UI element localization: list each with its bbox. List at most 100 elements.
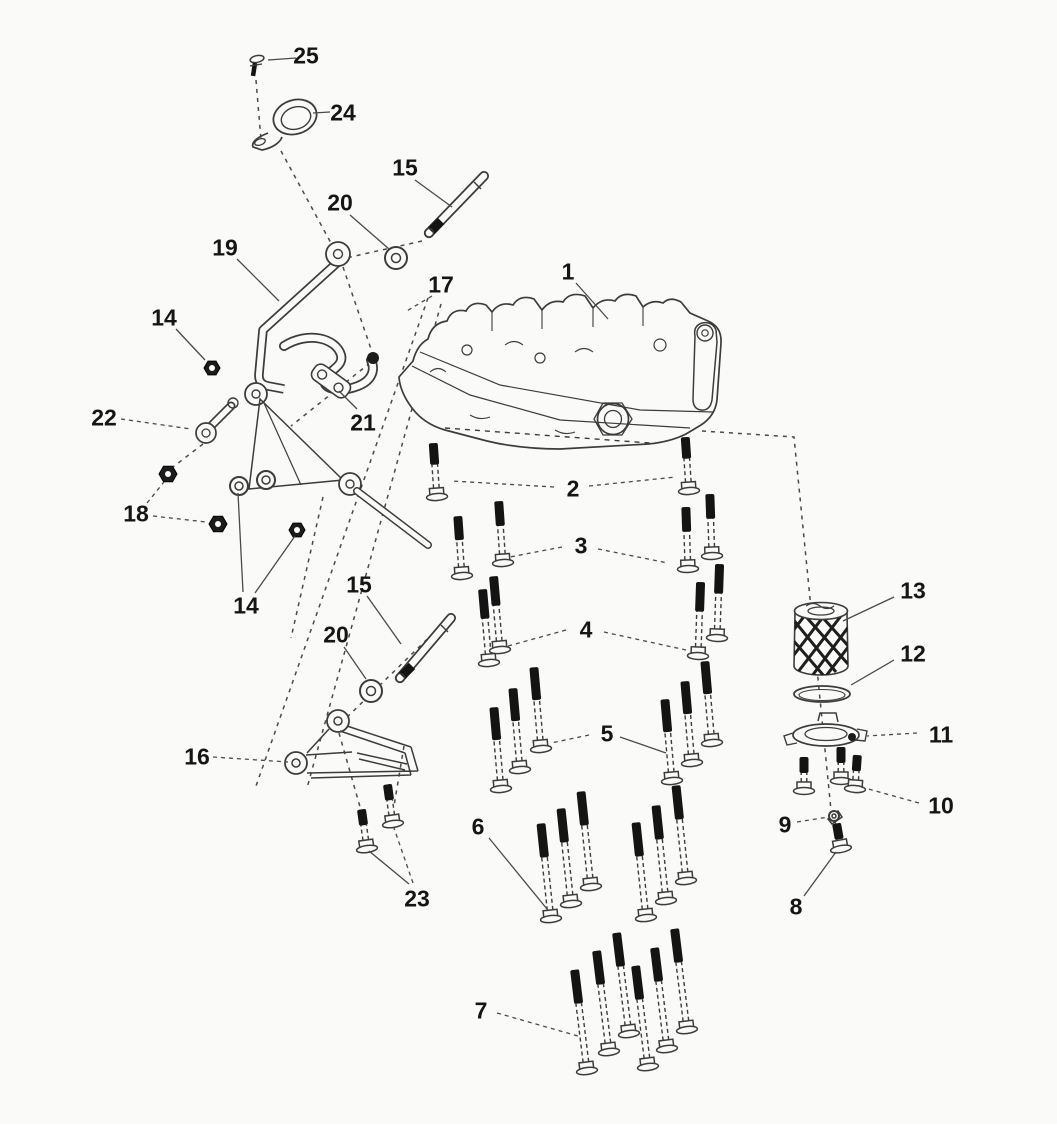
callout-11: 11 (866, 721, 953, 747)
bolt-shaft (681, 818, 689, 872)
callout-label: 24 (330, 99, 356, 125)
bolt-shaft (502, 525, 506, 554)
bolt-thread-tip (695, 581, 706, 612)
engine-bore-lines (491, 307, 644, 331)
bolt-thread-tip (700, 661, 713, 695)
callout-23: 23 (368, 827, 430, 911)
callout-3: 3 (509, 532, 669, 564)
bolt-thread-tip (478, 589, 490, 619)
pin-end (394, 672, 406, 684)
flange-bolt (700, 661, 724, 748)
callout-label: 10 (928, 792, 954, 818)
engine-rib-line (411, 365, 691, 429)
filter-cover-11 (783, 712, 868, 747)
bolt-flange (559, 899, 583, 909)
callout-leader (236, 258, 280, 302)
callout-25: 25 (267, 42, 319, 68)
bolt-flange (355, 844, 379, 854)
flange-bolt (425, 442, 449, 502)
filter-top (793, 601, 849, 621)
bolt-shaft (709, 693, 715, 734)
bolt-shaft (688, 531, 692, 560)
flange-bolt (631, 965, 660, 1072)
bolt-shaft (661, 838, 669, 892)
flange-bolt (381, 784, 405, 829)
triangle-plate (248, 397, 345, 490)
bolt-flange (660, 776, 684, 786)
callout-14: 14 (233, 492, 296, 618)
hex-nut (288, 522, 306, 538)
bolt-thread-tip (592, 950, 605, 985)
engine-squiggles (429, 340, 594, 435)
bolt-thread-tip (671, 785, 684, 820)
plate-arm-inner (354, 488, 431, 548)
flange-bolt (491, 500, 515, 568)
callout-8: 8 (790, 851, 837, 919)
engine-seal-hex (593, 402, 633, 436)
callout-leader (366, 595, 402, 645)
callout-15: 15 (392, 154, 453, 208)
bolt-shaft (498, 605, 503, 641)
nut-hole (294, 527, 300, 533)
bolt-thread-tip (714, 563, 725, 594)
small-bracket-hole (333, 382, 344, 393)
callout-label: 13 (900, 577, 926, 603)
washer-hole (261, 475, 271, 485)
callout-leader (338, 390, 358, 410)
bolt-flange (674, 876, 698, 886)
engine-block-outline (398, 293, 722, 450)
washer-outer (384, 246, 408, 270)
callout-24: 24 (312, 99, 356, 125)
axis-line (342, 266, 372, 350)
lower-bracket-top-pivot (326, 709, 350, 733)
callout-label: 3 (575, 532, 588, 558)
callout-leader (603, 631, 687, 651)
dowel-pin-bottom-15 (394, 613, 456, 684)
washer (359, 679, 383, 703)
callout-16: 16 (184, 743, 289, 769)
callout-leader (619, 736, 667, 754)
bolt-shaft (857, 771, 860, 781)
callout-leader (575, 282, 609, 320)
link-eye-hole (201, 428, 211, 438)
bolt-shaft (431, 464, 435, 489)
callout-leader (368, 850, 410, 885)
bolt-shaft (386, 800, 390, 816)
washer (256, 470, 276, 490)
engine-stud-row (444, 427, 651, 444)
callout-label: 8 (790, 893, 803, 919)
bolt-thread-tip (570, 969, 583, 1004)
bolt-flange (575, 1066, 599, 1076)
lower-hanger-bracket-16 (284, 709, 419, 779)
construction-axes (172, 79, 841, 838)
bolt-shaft (688, 458, 692, 482)
callout-leader (850, 659, 895, 686)
callout-leader (212, 756, 289, 763)
cover-inner (804, 726, 848, 742)
callout-label: 17 (428, 271, 454, 297)
callout-leader (866, 732, 918, 737)
callout-leader (414, 179, 453, 208)
bolt-shaft (561, 842, 568, 896)
bolt-shaft (660, 981, 670, 1040)
washer-outer (359, 679, 383, 703)
engine-boss-hole (701, 329, 709, 337)
bolt-shaft (683, 531, 686, 561)
bolt-shaft (683, 458, 687, 483)
p-clamp-24 (251, 98, 318, 151)
bolt-shaft (538, 699, 544, 740)
callout-leader (120, 418, 192, 430)
bolt-shaft (533, 700, 539, 741)
hex-nut (208, 515, 228, 533)
bolt-shaft (622, 966, 632, 1025)
bolt-thread-tip (612, 932, 625, 967)
bolt-shaft (719, 593, 723, 630)
cover-tab-bolt (848, 733, 856, 741)
engine-seal-inner (603, 409, 623, 429)
bolt-flange (489, 784, 513, 794)
flange-bolt (829, 822, 853, 854)
bolt-flange (705, 633, 729, 643)
washer-hole (365, 685, 377, 697)
callout-leader (507, 629, 567, 647)
bolt-shaft (365, 824, 370, 840)
